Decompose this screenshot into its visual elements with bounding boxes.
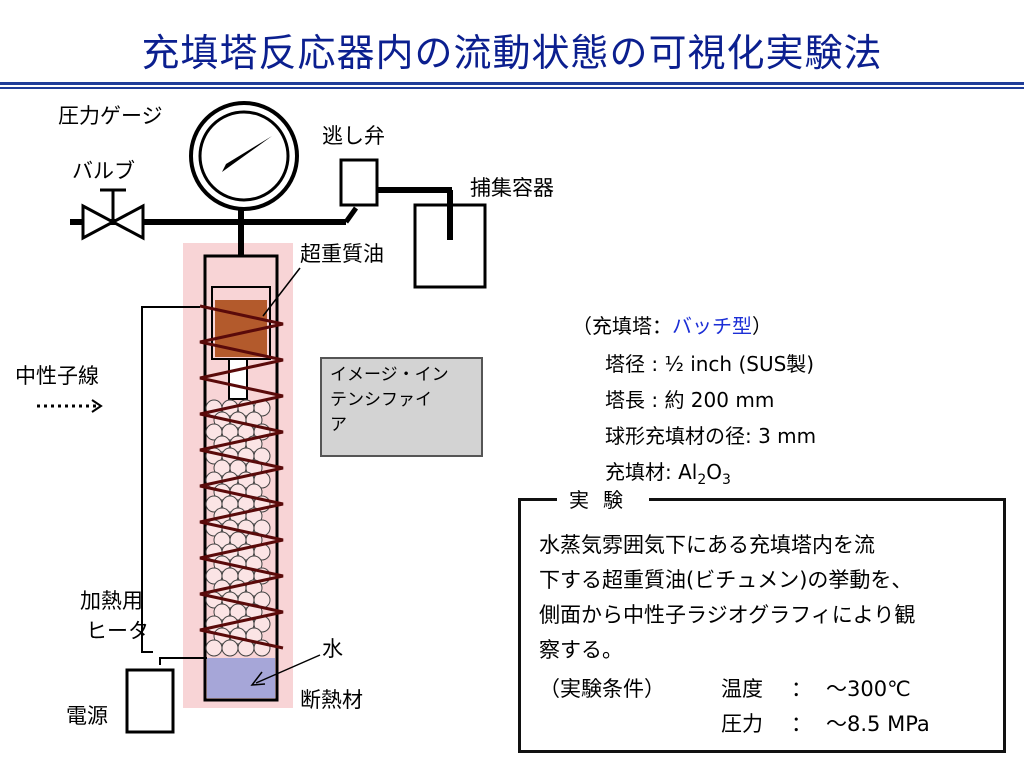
valve-label: バルブ xyxy=(72,159,135,183)
pressure-label: 圧力 xyxy=(721,712,763,736)
temperature-colon: ： xyxy=(791,677,812,701)
heater-coil xyxy=(199,304,284,650)
temperature-label: 温度 xyxy=(721,677,763,701)
experiment-line-4: 察する。 xyxy=(539,638,623,662)
image-intensifier-line3: ア xyxy=(330,415,347,435)
image-intensifier-line2: テンシファイ xyxy=(330,390,432,410)
heater-wire-lower xyxy=(159,657,207,665)
experiment-line-3: 側面から中性子ラジオグラフィにより観 xyxy=(539,603,916,627)
packing-sphere xyxy=(221,639,239,657)
neutron-beam-label: 中性子線 xyxy=(15,364,99,388)
packed-tower-header: （充填塔：バッチ型） xyxy=(572,314,772,338)
heater-label-1: 加熱用 xyxy=(80,589,143,613)
tower-length: 塔長 : 約 200 mm xyxy=(605,388,775,412)
image-intensifier-box: イメージ・イン テンシファイ ア xyxy=(320,357,483,457)
valve-icon xyxy=(81,188,145,241)
heater-wire-upper xyxy=(141,306,200,653)
power-supply-icon xyxy=(125,668,175,734)
water-label: 水 xyxy=(322,637,343,661)
title-underline-thin xyxy=(0,87,1024,89)
insulation-label: 断熱材 xyxy=(300,688,363,712)
power-supply-label: 電源 xyxy=(66,704,108,728)
tower-diameter: 塔径 : ½ inch (SUS製) xyxy=(605,352,815,376)
heavy-oil-label: 超重質油 xyxy=(300,242,384,266)
experiment-line-2: 下する超重質油(ビチュメン)の挙動を、 xyxy=(539,568,913,592)
pressure-colon: ： xyxy=(791,712,812,736)
packing-sphere xyxy=(205,639,223,657)
collection-vessel-label: 捕集容器 xyxy=(470,176,554,200)
title-underline xyxy=(0,82,1024,85)
page-title: 充填塔反応器内の流動状態の可視化実験法 xyxy=(141,31,883,75)
oil-nozzle xyxy=(228,358,248,400)
experiment-title: 実験 xyxy=(557,484,649,513)
packing-material: 充填材: Al2O3 xyxy=(605,460,731,488)
temperature-value: ～300℃ xyxy=(826,677,911,701)
conditions-label: （実験条件） xyxy=(539,677,665,701)
pressure-value: ～8.5 MPa xyxy=(826,712,930,736)
sphere-diameter: 球形充填材の径: 3 mm xyxy=(605,424,817,448)
heater-label-2: ヒータ xyxy=(86,619,149,643)
image-intensifier-line1: イメージ・イン xyxy=(330,365,449,385)
pressure-gauge-label: 圧力ゲージ xyxy=(58,104,163,128)
relief-valve-label: 逃し弁 xyxy=(322,124,385,148)
experiment-box: 実験 水蒸気雰囲気下にある充填塔内を流 下する超重質油(ビチュメン)の挙動を、 … xyxy=(518,484,1006,753)
experiment-line-1: 水蒸気雰囲気下にある充填塔内を流 xyxy=(539,533,875,557)
relief-valve-icon xyxy=(339,158,379,207)
neutron-beam-arrow xyxy=(37,399,103,413)
water-layer xyxy=(207,658,275,698)
tower-type: バッチ型 xyxy=(672,314,752,338)
pressure-gauge-icon xyxy=(189,101,299,211)
